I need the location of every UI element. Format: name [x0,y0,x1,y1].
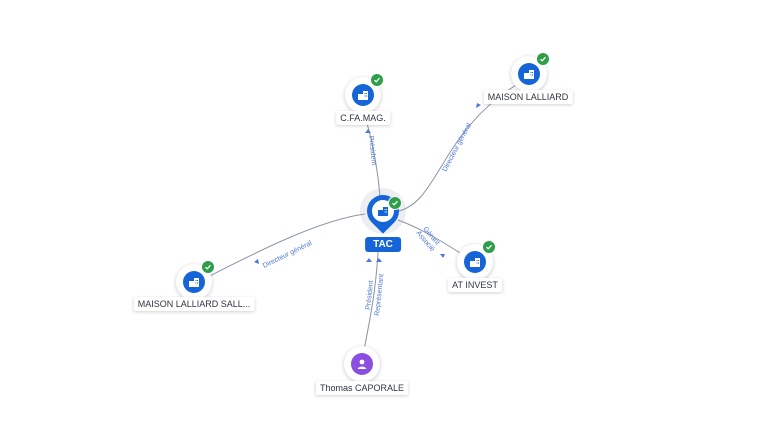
verified-badge [536,52,550,66]
checkmark-icon [540,56,546,62]
verified-badge [388,196,402,210]
edge-arrow-thomas-caporale-1 [366,258,372,262]
company-building-icon [524,70,534,79]
checkmark-icon [392,200,398,206]
checkmark-icon [374,77,380,83]
node-thomas-caporale[interactable] [344,346,380,382]
node-cfamag[interactable] [345,73,384,113]
edge-label-cfamag: Président [367,135,377,165]
edge-arrow-at-invest [440,254,445,258]
node-maison-lalliard-sall[interactable] [176,260,215,300]
node-maison-lalliard[interactable] [511,52,550,92]
edge-line-maison-lalliard-sall [197,213,366,283]
node-label-maison-lalliard[interactable]: MAISON LALLIARD [483,90,573,104]
checkmark-icon [486,244,492,250]
edge-arrow-thomas-caporale-2 [376,258,382,262]
node-label-maison-lalliard-sall[interactable]: MAISON LALLIARD SALL... [133,297,255,311]
company-building-icon [189,278,199,287]
edge-arrow-maison-lalliard [476,103,481,108]
edge-label-thomas-caporale-2: Représentant [374,274,385,317]
verified-badge [201,260,215,274]
edge-arrow-maison-lalliard-sall [254,259,259,264]
edge-label-maison-lalliard: Directeur général [442,122,474,173]
person-icon [357,359,367,369]
edge-label-thomas-caporale-1: Président [365,280,375,310]
edge-arrow-cfamag [365,129,371,133]
verified-badge [482,240,496,254]
verified-badge [370,73,384,87]
checkmark-icon [205,264,211,270]
center-node-label[interactable]: TAC [365,237,401,252]
node-label-cfamag[interactable]: C.FA.MAG. [336,111,390,125]
edge-label-maison-lalliard-sall: Directeur général [262,240,314,270]
company-building-icon [358,91,368,100]
node-label-at-invest[interactable]: AT INVEST [448,278,502,292]
node-at-invest[interactable] [457,240,496,280]
company-building-icon [470,258,480,267]
node-label-thomas-caporale[interactable]: Thomas CAPORALE [315,381,409,395]
company-building-icon [378,207,388,216]
